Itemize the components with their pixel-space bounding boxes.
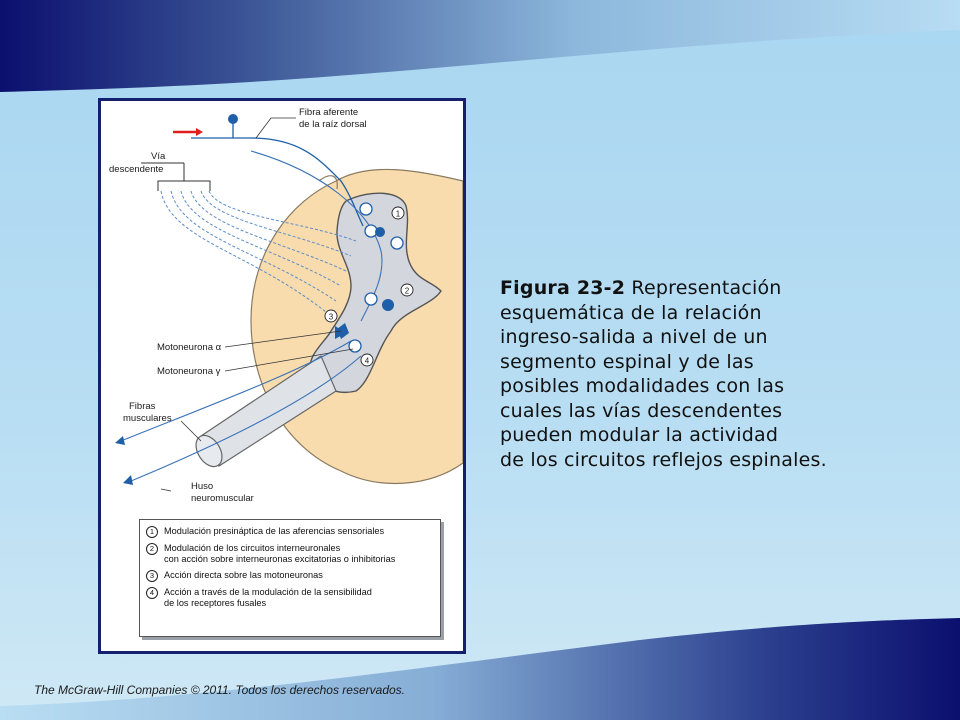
marker-4: 4 [361, 354, 373, 366]
caption-line-4: segmento espinal y de las [500, 350, 940, 375]
afferent-fiber-label-2: de la raíz dorsal [299, 119, 367, 130]
legend-item-1: 1 Modulación presináptica de las aferenc… [146, 526, 434, 538]
spindle-label-1: Huso [191, 481, 213, 492]
caption-line-8: de los circuitos reflejos espinales. [500, 448, 940, 473]
legend-item-2: 2 Modulación de los circuitos interneuro… [146, 543, 434, 565]
figure-number: Figura 23-2 [500, 277, 625, 299]
svg-text:4: 4 [365, 357, 370, 366]
legend-box: 1 Modulación presináptica de las aferenc… [139, 519, 441, 637]
legend-number: 4 [146, 587, 158, 599]
legend-text: Modulación de los circuitos interneurona… [164, 543, 395, 565]
descending-path-label-2: descendente [109, 164, 163, 175]
figure-panel: 1 2 3 4 Fibra aferente de la raíz dorsal… [98, 98, 466, 654]
caption-line-7: pueden modular la actividad [500, 423, 940, 448]
legend-text: Modulación presináptica de las aferencia… [164, 526, 384, 537]
legend-number: 2 [146, 543, 158, 555]
caption-line-3: ingreso-salida a nivel de un [500, 325, 940, 350]
legend-number: 1 [146, 526, 158, 538]
legend-text: Acción directa sobre las motoneuronas [164, 570, 323, 581]
caption-line-6: cuales las vías descendentes [500, 399, 940, 424]
svg-text:2: 2 [405, 287, 410, 296]
marker-1: 1 [392, 207, 404, 219]
caption-line-2: esquemática de la relación [500, 301, 940, 326]
muscle-fibers-label-2: musculares [123, 413, 172, 424]
marker-3: 3 [325, 310, 337, 322]
spinal-cord-diagram: 1 2 3 4 Fibra aferente de la raíz dorsal… [101, 101, 463, 521]
legend-text: Acción a través de la modulación de la s… [164, 587, 372, 609]
legend-item-3: 3 Acción directa sobre las motoneuronas [146, 570, 434, 582]
gamma-motoneuron-label: Motoneurona γ [157, 366, 221, 377]
caption-line-5: posibles modalidades con las [500, 374, 940, 399]
spindle-label-2: neuromuscular [191, 493, 254, 504]
top-header-band [0, 0, 960, 110]
figure-caption: Figura 23-2 Representación esquemática d… [500, 276, 940, 472]
afferent-fiber-label-1: Fibra aferente [299, 107, 358, 118]
legend-item-4: 4 Acción a través de la modulación de la… [146, 587, 434, 609]
ganglion-cell [228, 114, 238, 124]
svg-text:3: 3 [329, 313, 334, 322]
svg-text:1: 1 [396, 210, 401, 219]
muscle-fibers-label-1: Fibras [129, 401, 156, 412]
caption-line-1: Figura 23-2 Representación [500, 276, 940, 301]
copyright-notice: The McGraw-Hill Companies © 2011. Todos … [34, 683, 405, 697]
legend-number: 3 [146, 570, 158, 582]
alpha-motoneuron-label: Motoneurona α [157, 342, 222, 353]
descending-path-label-1: Vía [151, 151, 166, 162]
marker-2: 2 [401, 284, 413, 296]
